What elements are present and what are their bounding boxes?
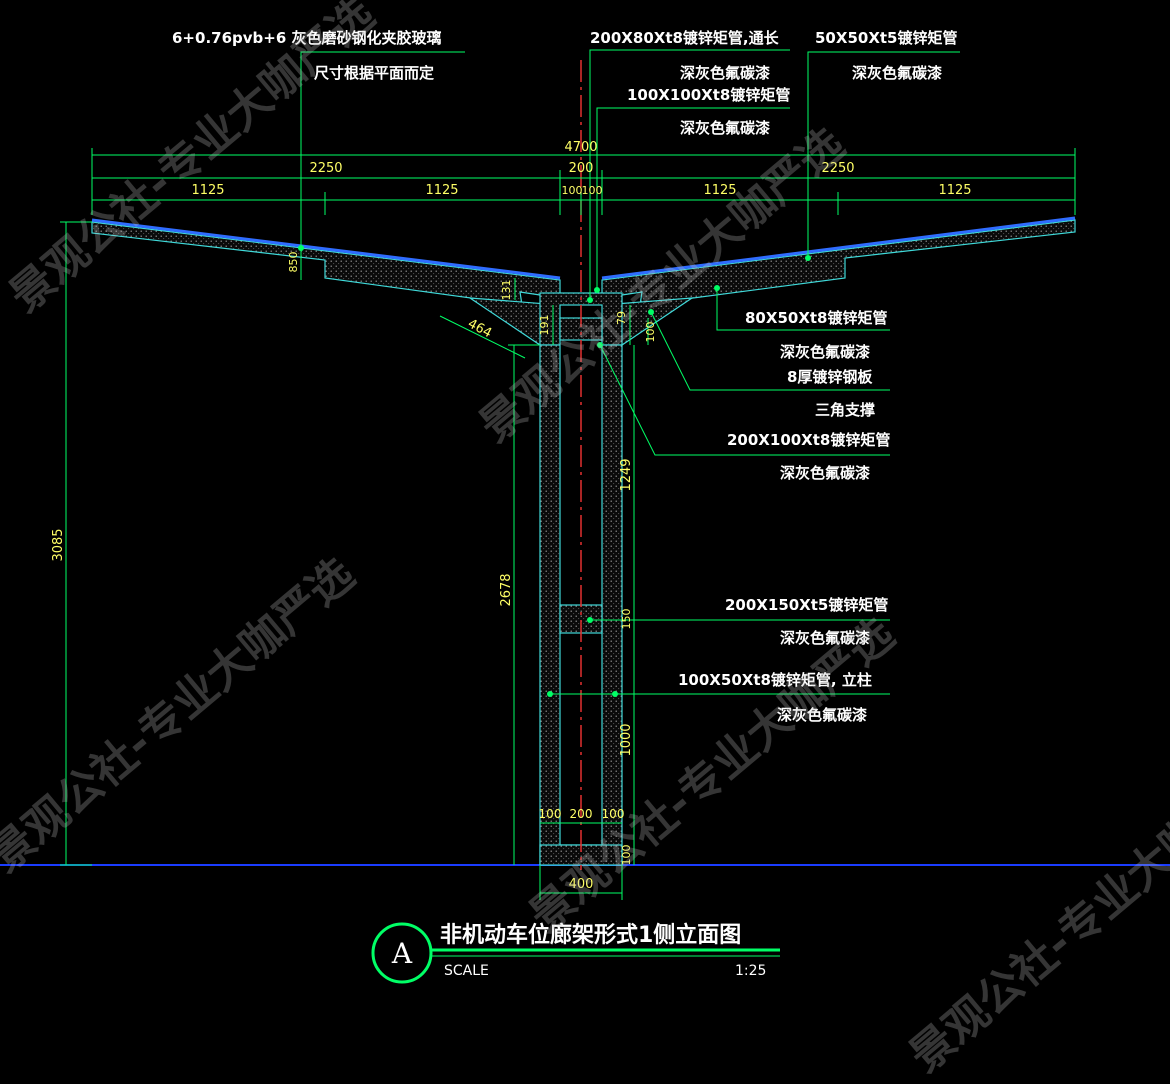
dim-q2: 1125 xyxy=(425,183,458,198)
elevation-drawing: 4700 2250 200 2250 1125 1125 100 100 112… xyxy=(0,29,1170,984)
label-paint-3: 深灰色氟碳漆 xyxy=(852,64,942,82)
label-paint-1: 深灰色氟碳漆 xyxy=(680,64,770,82)
label-paint-2: 深灰色氟碳漆 xyxy=(680,119,770,137)
label-glass-spec: 6+0.76pvb+6 灰色磨砂钢化夹胶玻璃 xyxy=(172,29,442,47)
label-tube-50x50: 50X50Xt5镀锌矩管 xyxy=(815,29,958,47)
dim-q3: 1125 xyxy=(703,183,736,198)
dimension-texts: 4700 2250 200 2250 1125 1125 100 100 112… xyxy=(51,140,972,892)
dim-base-100a: 100 xyxy=(539,807,562,821)
dim-base-100b: 100 xyxy=(602,807,625,821)
leader-dots xyxy=(298,245,811,697)
label-tube-80x50: 80X50Xt8镀锌矩管 xyxy=(745,309,888,327)
left-canopy-beam xyxy=(91,221,561,306)
glass-left xyxy=(91,218,561,280)
scale-label: SCALE xyxy=(444,963,489,979)
dim-79: 79 xyxy=(615,311,628,325)
glass-right xyxy=(601,216,1076,280)
scale-value: 1:25 xyxy=(735,963,766,979)
annotation-texts: 6+0.76pvb+6 灰色磨砂钢化夹胶玻璃 尺寸根据平面而定 200X80Xt… xyxy=(172,29,958,724)
label-glass-size: 尺寸根据平面而定 xyxy=(314,64,434,82)
dim-100-side: 100 xyxy=(644,322,657,343)
dim-half-left: 2250 xyxy=(309,161,342,176)
label-paint-4: 深灰色氟碳漆 xyxy=(780,343,870,361)
label-tube-100x50: 100X50Xt8镀锌矩管, 立柱 xyxy=(678,671,872,689)
label-paint-6: 深灰色氟碳漆 xyxy=(780,629,870,647)
label-triangle-brace: 三角支撑 xyxy=(815,401,875,419)
label-paint-5: 深灰色氟碳漆 xyxy=(780,464,870,482)
dim-3085: 3085 xyxy=(51,528,66,561)
dim-total: 4700 xyxy=(564,140,597,155)
title-circle xyxy=(371,922,433,984)
dim-2678: 2678 xyxy=(499,573,514,606)
label-tube-200x100: 200X100Xt8镀锌矩管 xyxy=(727,431,890,449)
dim-1249: 1249 xyxy=(619,458,634,491)
dim-half-right: 2250 xyxy=(821,161,854,176)
dim-850: 850 xyxy=(287,252,300,273)
dim-131: 131 xyxy=(500,280,513,301)
right-canopy-beam xyxy=(601,219,1076,306)
dim-464: 464 xyxy=(465,316,494,341)
dim-base-100: 100 xyxy=(620,845,633,866)
dim-center: 200 xyxy=(569,161,594,176)
dim-c-right: 100 xyxy=(582,184,603,197)
title-block: A 非机动车位廊架形式1侧立面图 SCALE 1:25 xyxy=(371,922,780,984)
title-circle-letter: A xyxy=(391,937,413,970)
dim-150: 150 xyxy=(620,609,633,630)
leader-lines xyxy=(300,49,960,695)
label-paint-7: 深灰色氟碳漆 xyxy=(777,706,867,724)
label-tube-200x150: 200X150Xt5镀锌矩管 xyxy=(725,596,888,614)
dim-400: 400 xyxy=(569,877,594,892)
dim-1000: 1000 xyxy=(619,723,634,756)
dim-base-200: 200 xyxy=(570,807,593,821)
dim-c-left: 100 xyxy=(562,184,583,197)
label-tube-100x100: 100X100Xt8镀锌矩管 xyxy=(627,86,790,104)
dim-q4: 1125 xyxy=(938,183,971,198)
dim-191: 191 xyxy=(538,315,551,336)
title-name: 非机动车位廊架形式1侧立面图 xyxy=(440,922,741,948)
label-tube-200x80: 200X80Xt8镀锌矩管,通长 xyxy=(590,29,780,47)
label-plate-8: 8厚镀锌钢板 xyxy=(787,368,873,386)
dim-q1: 1125 xyxy=(191,183,224,198)
dimension-lines xyxy=(60,148,1076,900)
